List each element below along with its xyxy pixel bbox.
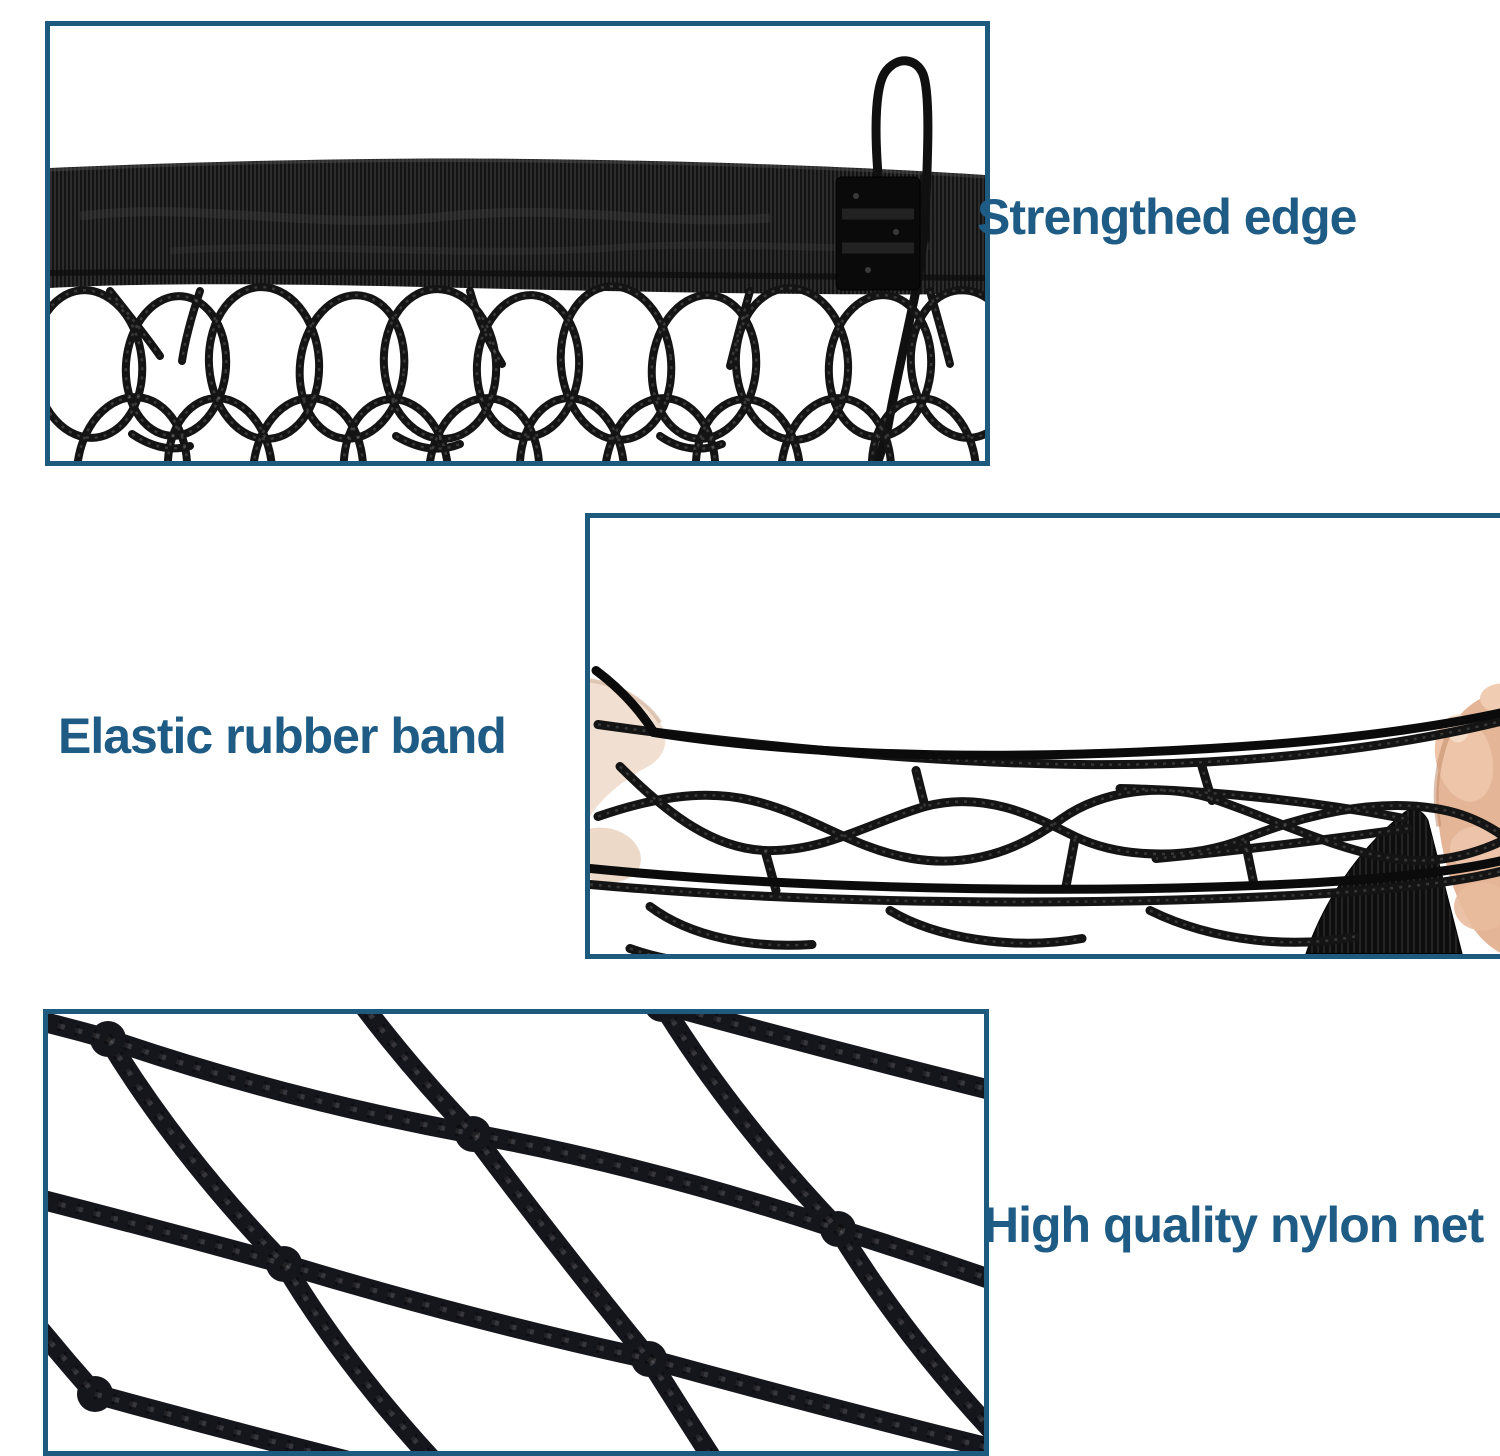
panel-elastic-rubber-band	[585, 513, 1500, 959]
strengthened-edge-photo	[50, 26, 985, 461]
elastic-rubber-band-photo	[590, 518, 1500, 954]
panel-strengthened-edge	[45, 21, 990, 466]
caption-elastic-rubber-band: Elastic rubber band	[58, 708, 507, 764]
caption-strengthened-edge: Strengthed edge	[977, 189, 1357, 245]
nylon-net-photo	[48, 1014, 984, 1451]
caption-nylon-net: High quality nylon net	[983, 1197, 1484, 1253]
panel-nylon-net	[43, 1009, 989, 1456]
